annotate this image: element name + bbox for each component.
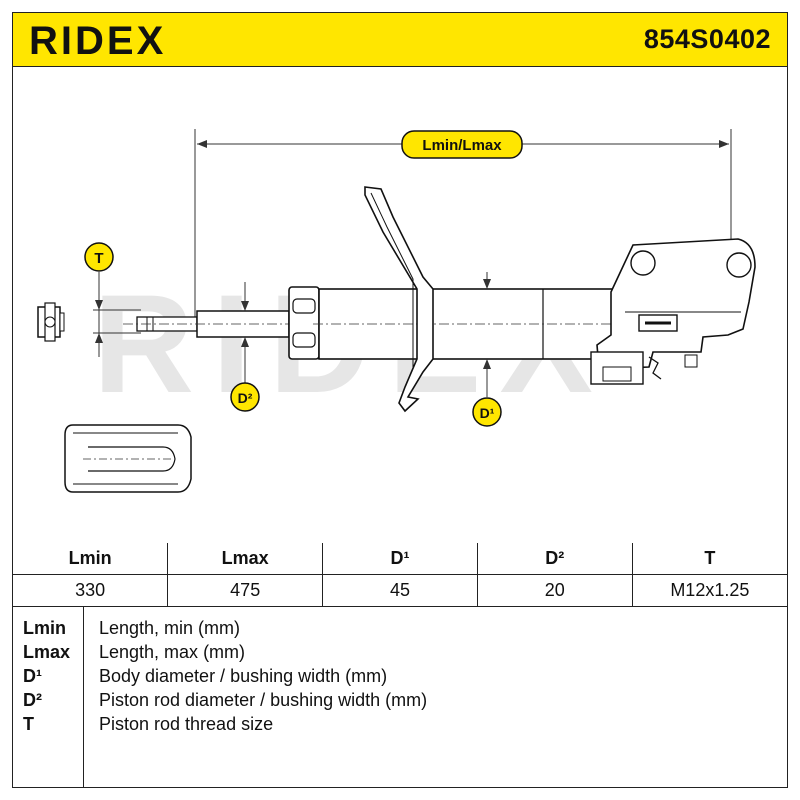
legend-key: T [23,714,34,734]
value-d2: 20 [476,574,633,607]
header-lmax: Lmax [167,543,324,575]
value-lmax: 475 [167,574,324,607]
length-callout: Lmin/Lmax [422,137,502,154]
legend-text: Body diameter / bushing width (mm) [99,666,388,686]
value-t: M12x1.25 [631,574,787,607]
legend-item: D¹ Body diameter / bushing width (mm) [13,666,787,690]
legend-divider [83,606,84,787]
product-sheet: RIDEX 854S0402 RIDEX Lmin/Lmax T [12,12,788,788]
piston-rod [123,310,613,338]
legend-text: Length, max (mm) [99,642,246,662]
legend-item: Lmin Length, min (mm) [13,618,787,642]
bump-stop [64,424,192,493]
header-d2: D² [476,543,633,575]
ridex-logo: RIDEX [29,21,166,59]
rod-diameter-callout: D² [230,282,260,412]
legend: Lmin Length, min (mm) Lmax Length, max (… [13,606,787,787]
legend-text: Piston rod thread size [99,714,274,734]
shock-absorber-drawing: RIDEX Lmin/Lmax T [37,129,756,493]
legend-item: D² Piston rod diameter / bushing width (… [13,690,787,714]
thread-callout: T [84,242,141,357]
legend-item: Lmax Length, max (mm) [13,642,787,666]
header-bar: RIDEX 854S0402 [13,13,787,67]
svg-text:D¹: D¹ [480,405,495,421]
legend-key: Lmax [23,642,71,662]
length-dimension: Lmin/Lmax [194,129,732,317]
header-t: T [631,543,787,575]
legend-key: Lmin [23,618,66,638]
knuckle-bracket [590,238,756,385]
svg-text:D²: D² [238,390,253,406]
legend-text: Piston rod diameter / bushing width (mm) [99,690,428,710]
header-d1: D¹ [322,543,478,575]
legend-key: D¹ [23,666,42,686]
body-diameter-callout: D¹ [472,272,502,427]
rod-seal [288,286,320,360]
spec-table-header-row: Lmin Lmax D¹ D² T [13,543,787,575]
nut [37,302,65,342]
legend-text: Length, min (mm) [99,618,241,638]
legend-item: T Piston rod thread size [13,714,787,738]
spring-seat [364,186,434,413]
part-number: 854S0402 [643,24,771,54]
spec-table-value-row: 330 475 45 20 M12x1.25 [13,574,787,607]
value-d1: 45 [322,574,478,607]
svg-text:T: T [94,250,103,267]
damper-body [313,288,620,360]
header-lmin: Lmin [13,543,169,575]
legend-key: D² [23,690,42,710]
spec-table: Lmin Lmax D¹ D² T 330 475 45 20 M12x1.25 [13,543,787,607]
value-lmin: 330 [13,574,169,607]
svg-text:RIDEX: RIDEX [29,21,166,59]
